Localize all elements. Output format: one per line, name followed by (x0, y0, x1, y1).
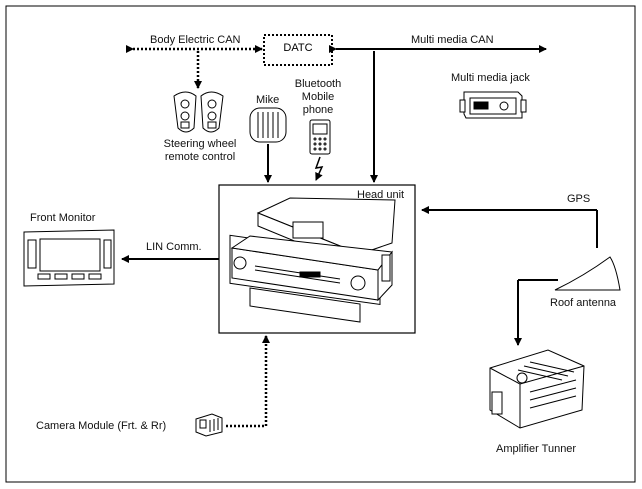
head-unit-label: Head unit (357, 189, 405, 201)
head-unit-device (229, 197, 396, 323)
bluetooth-label-line1: Bluetooth (294, 78, 342, 90)
datc-box (263, 34, 333, 66)
gps-label: GPS (567, 193, 591, 205)
bluetooth-label: Bluetooth Mobile phone (290, 78, 346, 117)
mike-label: Mike (256, 94, 280, 106)
camera-module-icon (195, 413, 223, 437)
bluetooth-label-line2: Mobile (301, 91, 335, 103)
roof-antenna-icon (554, 256, 621, 291)
amplifier-tuner-icon (489, 349, 585, 429)
front-monitor-icon (23, 229, 115, 287)
front-monitor-label: Front Monitor (30, 212, 96, 224)
camera-module-label: Camera Module (Frt. & Rr) (36, 420, 167, 432)
body-can-label: Body Electric CAN (150, 34, 241, 46)
outer-frame (5, 5, 636, 483)
datc-label: DATC (283, 42, 313, 54)
steering-remote-label-line2: remote control (164, 151, 236, 163)
lin-comm-label: LIN Comm. (146, 241, 202, 253)
multimedia-jack-label: Multi media jack (451, 72, 530, 84)
steering-remote-icon (173, 91, 224, 133)
roof-antenna-label: Roof antenna (550, 297, 617, 309)
steering-remote-label: Steering wheel remote control (155, 138, 245, 164)
multimedia-jack-icon (459, 91, 527, 119)
mike-icon (249, 107, 287, 143)
bluetooth-label-line3: phone (302, 104, 334, 116)
steering-remote-label-line1: Steering wheel (163, 138, 237, 150)
multimedia-can-label: Multi media CAN (411, 34, 494, 46)
amplifier-tuner-label: Amplifier Tunner (496, 443, 577, 455)
mobile-phone-icon (309, 119, 331, 155)
bluetooth-wireless-icon (314, 156, 324, 181)
